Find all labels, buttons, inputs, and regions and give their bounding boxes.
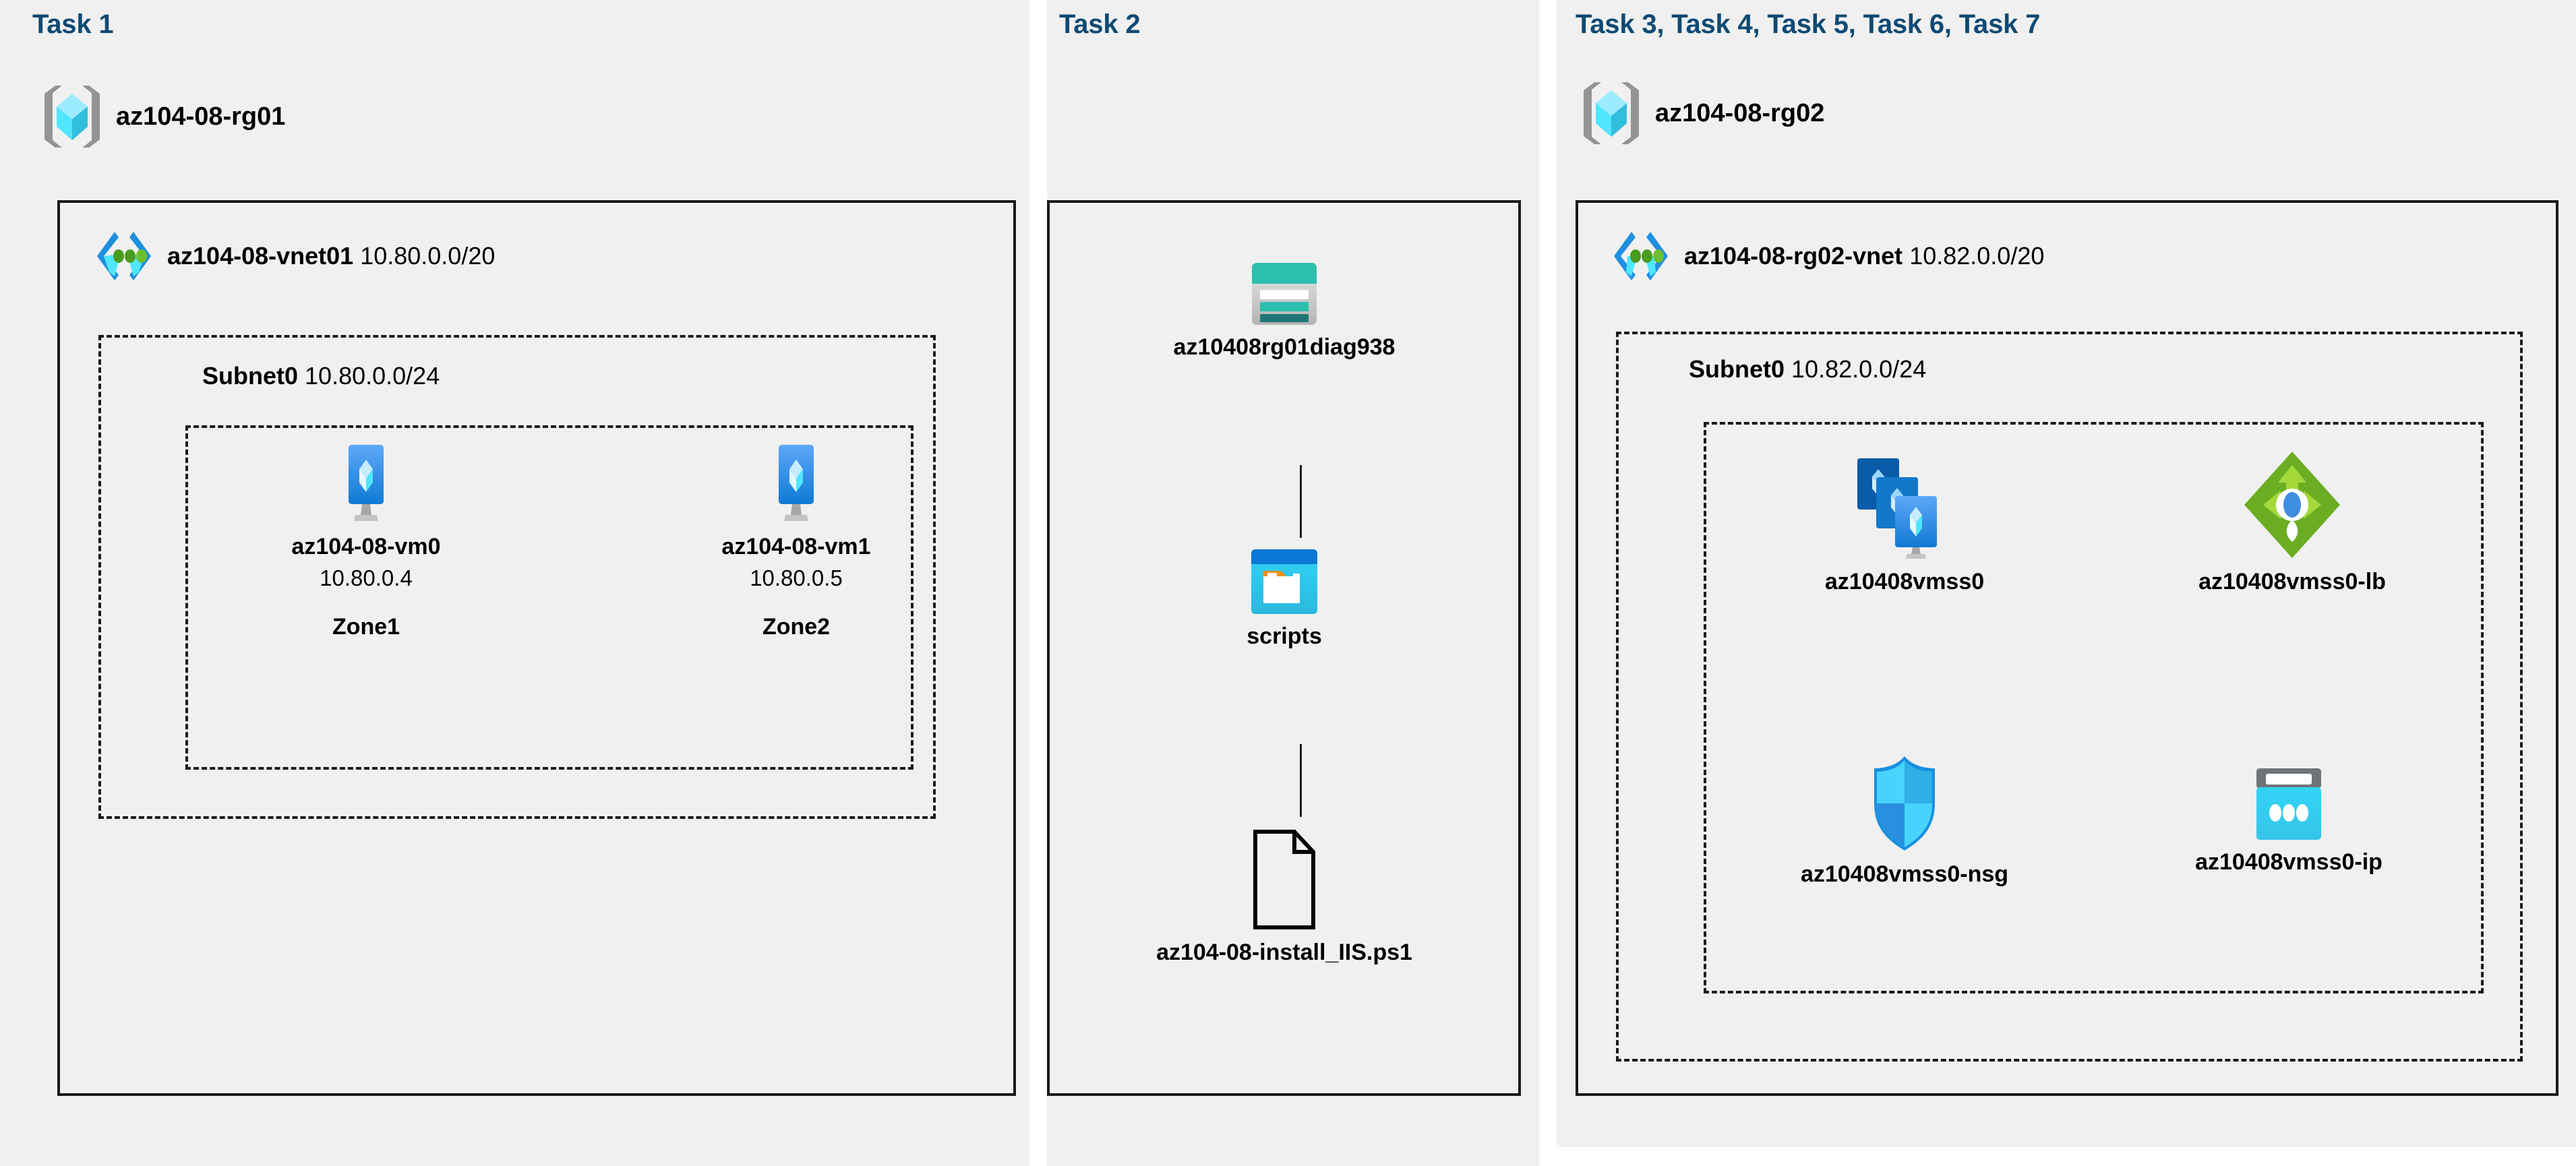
node-label: az10408vmss0-ip <box>2195 849 2383 875</box>
subnet-label-task-1: Subnet0 10.80.0.0/24 <box>202 362 440 390</box>
virtual-machine-icon <box>331 445 401 524</box>
connector-container-to-file <box>1300 744 1302 817</box>
node-az104-08-vm1[interactable]: az104-08-vm1 10.80.0.5 Zone2 <box>698 445 894 640</box>
availability-zone-boundary-task-1 <box>185 425 913 770</box>
node-public-ip-address[interactable]: az10408vmss0-ip <box>2147 768 2430 876</box>
panel-title-task-3-to-7: Task 3, Task 4, Task 5, Task 6, Task 7 <box>1576 9 2041 39</box>
vnet-label-task-3-to-7: az104-08-rg02-vnet 10.82.0.0/20 <box>1684 242 2045 270</box>
resource-group-label: az104-08-rg02 <box>1655 98 1825 127</box>
node-vm-scale-set[interactable]: az10408vmss0 <box>1760 458 2049 595</box>
network-security-group-icon <box>1867 755 1942 852</box>
subnet-boundary-task-3-to-7 <box>1616 332 2523 1062</box>
node-label: az104-08-install_IIS.ps1 <box>1156 940 1412 965</box>
panel-task-1: Task 1 az104-08-rg01 <box>0 0 1029 1166</box>
node-label: az10408vmss0 <box>1824 569 1985 594</box>
subnet-boundary-task-1 <box>98 335 936 819</box>
resource-group-inner-boundary <box>1704 422 2484 993</box>
vnet-label-task-1: az104-08-vnet01 10.80.0.0/20 <box>167 242 496 270</box>
virtual-network-icon <box>1611 229 1671 283</box>
node-label: scripts <box>1247 623 1322 649</box>
panel-title-task-2: Task 2 <box>1059 9 1141 39</box>
panel-title-task-1: Task 1 <box>32 9 114 39</box>
node-label: az104-08-vm1 <box>721 534 871 559</box>
node-load-balancer[interactable]: az10408vmss0-lb <box>2144 450 2440 595</box>
virtual-network-icon <box>94 229 154 283</box>
vnet-header-task-3-to-7: az104-08-rg02-vnet 10.82.0.0/20 <box>1611 229 2044 283</box>
node-label: az104-08-vm0 <box>291 534 441 559</box>
vnet-boundary-task-3-to-7 <box>1576 200 2558 1096</box>
node-label: az10408vmss0-nsg <box>1800 861 2009 887</box>
node-az104-08-vm0[interactable]: az104-08-vm0 10.80.0.4 Zone1 <box>268 445 464 640</box>
node-ip-address: 10.80.0.5 <box>750 565 843 590</box>
node-ip-address: 10.80.0.4 <box>320 565 413 590</box>
virtual-machine-icon <box>761 445 831 524</box>
resource-group-label: az104-08-rg01 <box>116 102 286 131</box>
node-blob-container[interactable]: scripts <box>1200 549 1369 650</box>
panel-task-3-to-7: Task 3, Task 4, Task 5, Task 6, Task 7 a… <box>1557 0 2576 1147</box>
node-network-security-group[interactable]: az10408vmss0-nsg <box>1746 755 2063 888</box>
vnet-boundary-task-1 <box>57 200 1016 1096</box>
load-balancer-icon <box>2243 450 2341 559</box>
node-zone-label: Zone1 <box>332 614 400 640</box>
resource-group-task-3-to-7: az104-08-rg02 <box>1582 81 1824 146</box>
connector-storage-to-container <box>1300 465 1302 538</box>
node-label: az10408vmss0-lb <box>2198 569 2386 594</box>
resource-group-icon <box>43 84 101 149</box>
node-storage-account[interactable]: az10408rg01diag938 <box>1146 263 1422 361</box>
resource-group-icon <box>1582 81 1640 146</box>
node-zone-label: Zone2 <box>762 614 831 640</box>
blob-container-icon <box>1251 549 1317 614</box>
file-icon <box>1253 829 1316 930</box>
node-label: az10408rg01diag938 <box>1173 334 1396 360</box>
vm-scale-set-icon <box>1851 458 1958 559</box>
node-powershell-script-file[interactable]: az104-08-install_IIS.ps1 <box>1112 829 1456 966</box>
resource-group-task-1: az104-08-rg01 <box>43 84 285 149</box>
public-ip-address-icon <box>2256 768 2321 840</box>
subnet-label-task-3-to-7: Subnet0 10.82.0.0/24 <box>1689 355 1927 383</box>
task-2-boundary <box>1047 200 1521 1096</box>
storage-account-icon <box>1252 263 1317 325</box>
vnet-header-task-1: az104-08-vnet01 10.80.0.0/20 <box>94 229 495 283</box>
